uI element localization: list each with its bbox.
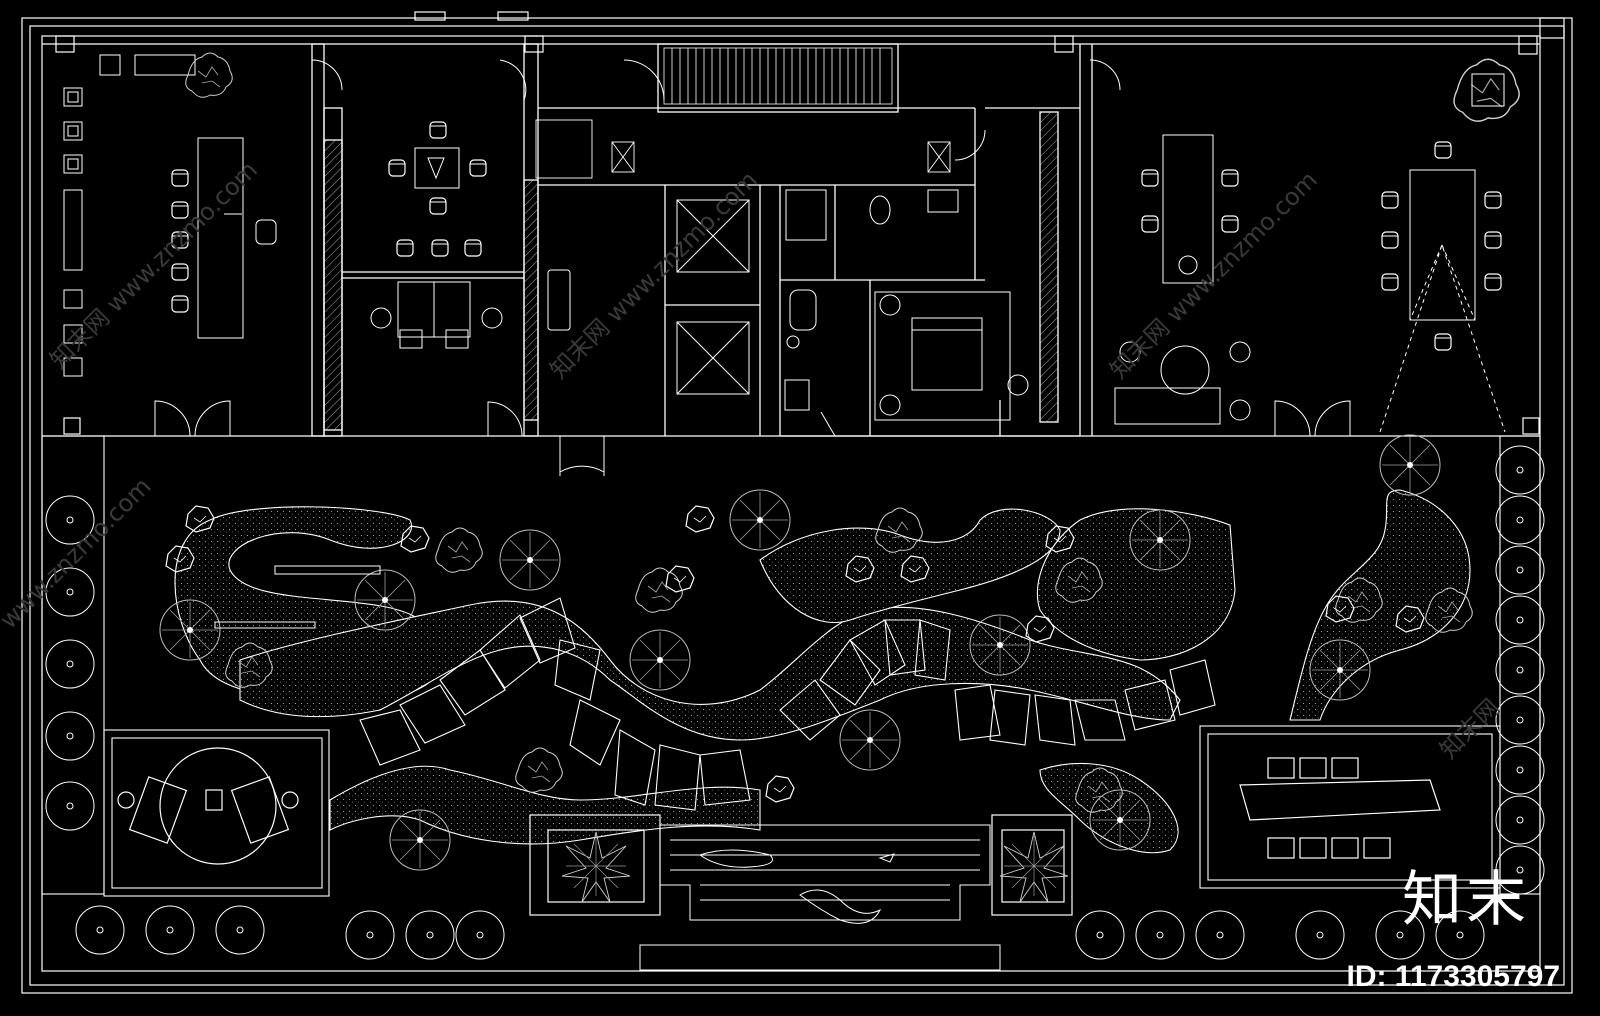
lounge-chair-icon [117,747,299,865]
meeting-chairs [388,121,487,257]
bed-icon [874,291,1029,421]
door-icon [154,59,1351,476]
elevator-icon [676,199,750,395]
svg-text:知末网 www.znzmo.com: 知末网 www.znzmo.com [44,156,262,374]
tree-icon-row-right [1495,445,1545,895]
toilet-icon [784,189,959,411]
tree-icon-row-bottom [75,905,1485,960]
shaft-icon [535,119,951,179]
meeting-table-icon [414,147,460,189]
svg-text:知末网 www.znzmo.com: 知末网 www.znzmo.com [544,166,762,384]
watermark-id: ID: 1173305797 [1346,960,1560,993]
svg-text:www.znzmo.com: www.znzmo.com [0,472,157,634]
right-office-furniture [1114,134,1506,433]
stair-icon [663,47,893,105]
interior-walls [42,43,1540,437]
bench-icon [214,565,381,629]
watermark-logo: 知末 [1402,865,1530,935]
pond-icon [639,824,1001,971]
svg-text:知末网: 知末网 [1434,694,1505,765]
svg-text:知末网 www.znzmo.com: 知末网 www.znzmo.com [1104,166,1322,384]
bar-counter-icon [1239,757,1441,859]
left-office-furniture [63,54,277,377]
gravel-beds [174,489,1471,854]
desk-icon [370,269,571,349]
right-chairs [1141,141,1502,351]
tree-icon [1453,58,1520,122]
stepping-stones [359,597,1216,811]
building-outline [21,11,1573,994]
